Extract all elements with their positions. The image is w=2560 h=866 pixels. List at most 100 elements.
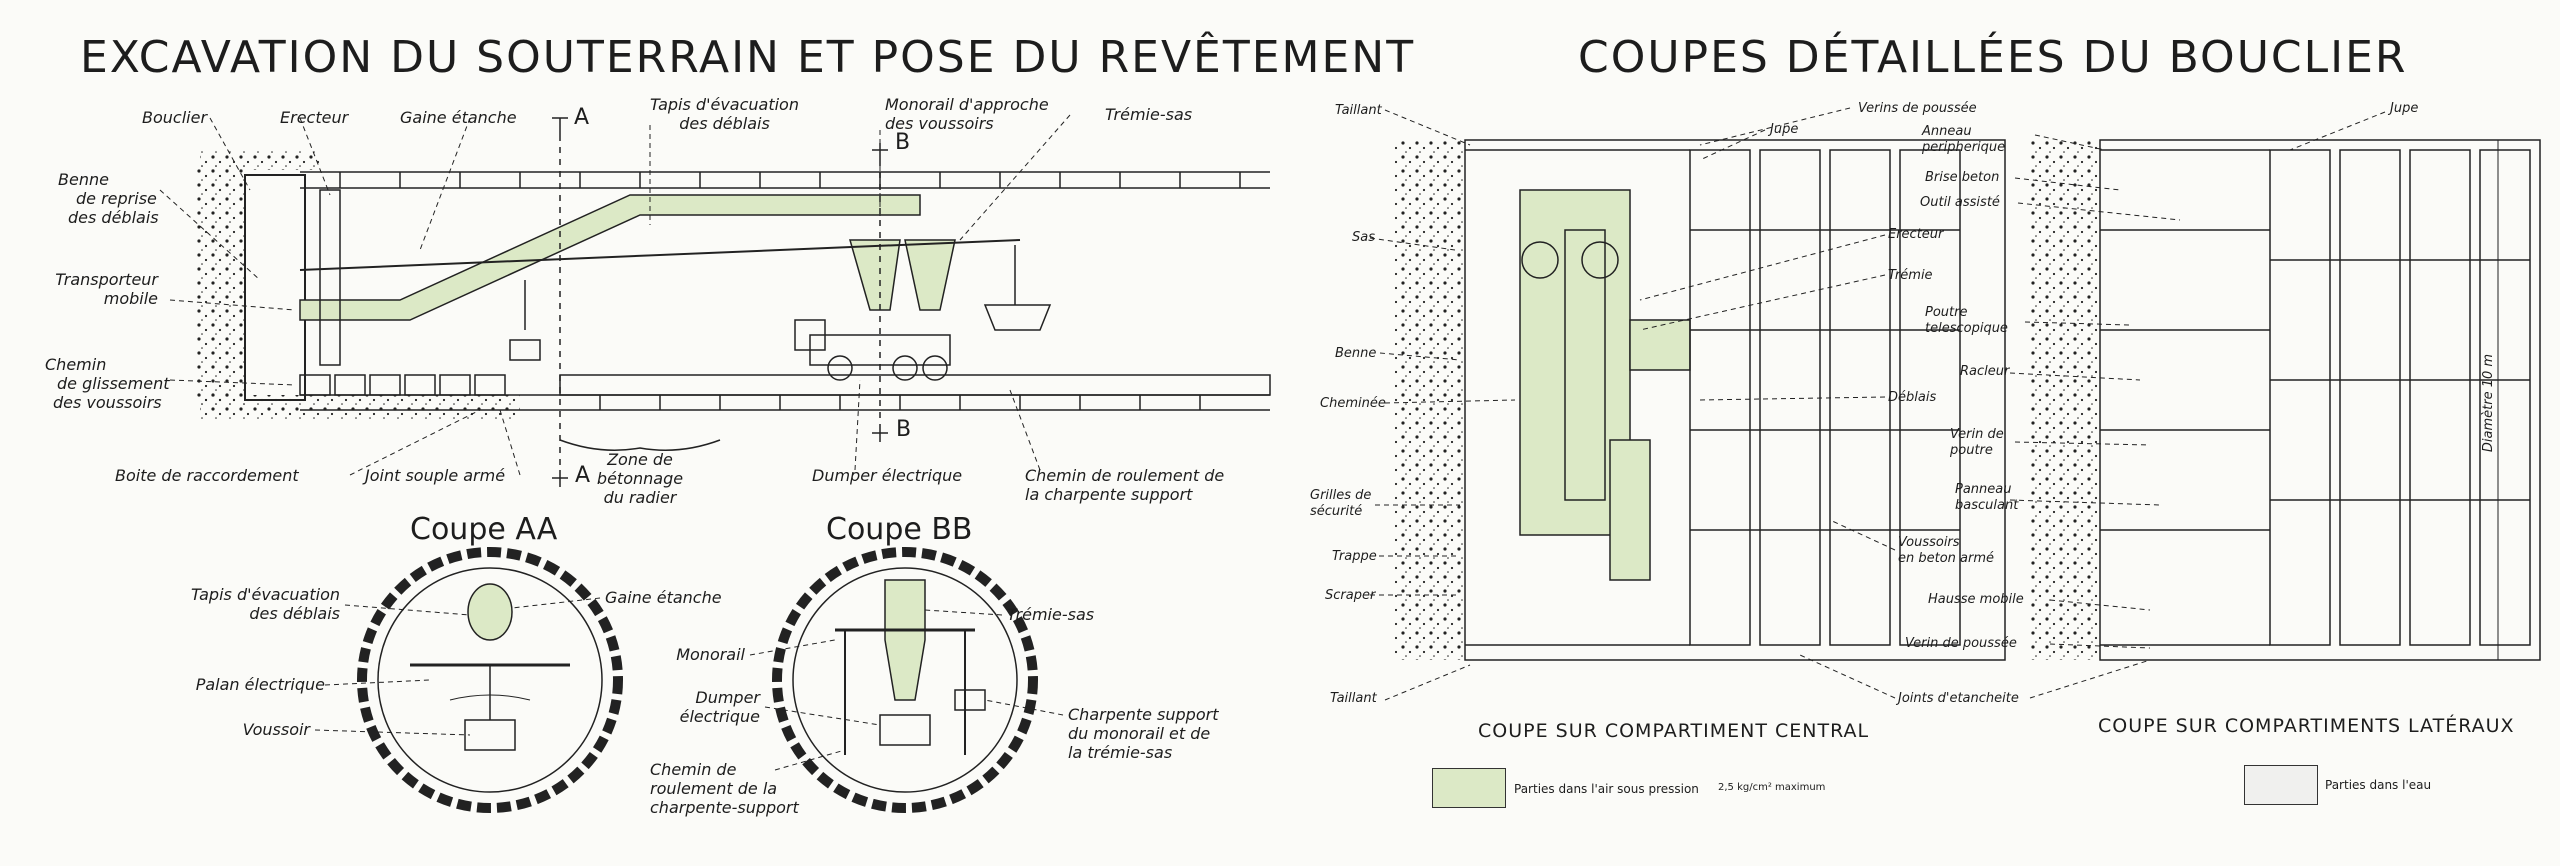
label-monorail: Monorail d'approche des voussoirs <box>885 95 1049 133</box>
hopper-left <box>849 239 901 311</box>
lateral-verin-poussee: Verin de poussée <box>1905 636 2017 651</box>
coupe-bb-chemin-line1: Chemin de <box>650 760 737 779</box>
label-chemin-roulement-line2: la charpente support <box>1025 485 1193 504</box>
lateral-section-drawing <box>2030 139 2541 661</box>
legend-air-value: 2,5 kg/cm² maximum <box>1718 782 1826 793</box>
dumper-truck <box>794 319 951 381</box>
central-deblais: Déblais <box>1888 390 1937 405</box>
coupe-bb-dumper-line2: électrique <box>679 707 760 726</box>
coupe-bb-chemin-line3: charpente-support <box>650 798 799 817</box>
central-joints: Joints d'etancheite <box>1898 691 2019 706</box>
soil-left <box>195 165 245 405</box>
shield-outline <box>244 174 306 401</box>
label-chemin-roulement: Chemin de roulement de la charpente supp… <box>1025 466 1224 504</box>
lateral-anneau-line1: Anneau <box>1922 124 1972 139</box>
central-benne: Benne <box>1335 346 1377 361</box>
lateral-panneau-line2: basculant <box>1955 498 2019 513</box>
label-section-b-bottom: B <box>896 417 912 442</box>
longitudinal-section <box>195 150 1271 420</box>
central-caption: COUPE SUR COMPARTIMENT CENTRAL <box>1478 720 1870 742</box>
lateral-hausse: Hausse mobile <box>1928 592 2024 607</box>
label-zone: Zone de bétonnage du radier <box>595 450 685 507</box>
label-dumper: Dumper électrique <box>812 466 963 485</box>
label-tapis-line1: Tapis d'évacuation <box>650 95 799 114</box>
label-monorail-line2: des voussoirs <box>885 114 994 133</box>
coupe-aa-gaine: Gaine étanche <box>605 588 722 607</box>
leader-lines-left <box>159 114 1071 476</box>
lateral-segments <box>2269 149 2531 646</box>
central-scraper: Scraper <box>1325 588 1376 603</box>
coupe-bb-charpente-line2: du monorail et de <box>1068 724 1211 743</box>
coupe-bb-tremie: Trémie-sas <box>1007 605 1095 624</box>
right-title: COUPES DÉTAILLÉES DU BOUCLIER <box>1578 32 2408 83</box>
legend-swatch-water <box>2244 765 2318 805</box>
lateral-verin-line1: Verin de <box>1950 427 2004 442</box>
lateral-outil: Outil assisté <box>1920 195 2000 210</box>
lateral-panneau: Panneau basculant <box>1955 482 2018 514</box>
lateral-leaders <box>2009 111 2386 699</box>
central-leaders <box>1369 107 1896 701</box>
lateral-verin: Verin de poutre <box>1950 427 2004 459</box>
central-taillant-top: Taillant <box>1335 103 1382 118</box>
label-benne-line1: Benne <box>58 170 109 189</box>
central-cheminee: Cheminée <box>1320 396 1386 411</box>
label-chemin-line2: de glissement <box>57 374 170 393</box>
label-gaine: Gaine étanche <box>400 108 517 127</box>
lateral-jupe: Jupe <box>2390 101 2419 116</box>
central-jupe: Jupe <box>1770 122 1799 137</box>
central-trappe: Trappe <box>1332 549 1377 564</box>
central-grilles: Grilles de sécurité <box>1310 488 1371 520</box>
coupe-bb-monorail: Monorail <box>676 645 745 664</box>
label-tapis-line2: des déblais <box>679 114 770 133</box>
section-markers <box>552 117 888 487</box>
coupe-aa-tapis-line1: Tapis d'évacuation <box>191 585 340 604</box>
coupe-aa-palan: Palan électrique <box>195 675 325 694</box>
lateral-racleur: Racleur <box>1960 364 2010 379</box>
lateral-caption: COUPE SUR COMPARTIMENTS LATÉRAUX <box>2098 715 2515 737</box>
soil-bottom <box>200 395 520 420</box>
label-transporteur: Transporteur mobile <box>48 270 158 308</box>
label-section-b-top: B <box>895 130 911 155</box>
lateral-panneau-line1: Panneau <box>1955 482 2012 497</box>
label-section-a-bottom: A <box>575 463 591 488</box>
central-taillant-bottom: Taillant <box>1330 691 1377 706</box>
coupe-bb-chemin: Chemin de roulement de la charpente-supp… <box>650 760 799 817</box>
left-title: EXCAVATION DU SOUTERRAIN ET POSE DU REVÊ… <box>80 32 1416 83</box>
lateral-poutre-line1: Poutre <box>1925 305 1968 320</box>
coupe-bb-charpente: Charpente support du monorail et de la t… <box>1068 705 1218 762</box>
coupe-bb-dumper: Dumper électrique <box>660 688 760 726</box>
lateral-poutre-line2: telescopique <box>1925 321 2008 336</box>
coupe-bb-dumper-line1: Dumper <box>695 688 760 707</box>
label-erecteur: Erecteur <box>280 108 349 127</box>
coupe-bb-drawing <box>772 547 1038 813</box>
coupe-bb-title: Coupe BB <box>826 512 973 547</box>
label-section-a-top: A <box>574 105 590 130</box>
coupe-aa-tapis: Tapis d'évacuation des déblais <box>170 585 340 623</box>
legend-swatch-air <box>1432 768 1506 808</box>
label-chemin-line3: des voussoirs <box>53 393 162 412</box>
coupe-aa-voussoir: Voussoir <box>242 720 310 739</box>
central-grilles-line2: sécurité <box>1310 504 1363 519</box>
central-grilles-line1: Grilles de <box>1310 488 1372 503</box>
label-zone-line3: du radier <box>603 488 677 507</box>
central-verins: Verins de poussée <box>1858 101 1977 116</box>
central-erecteur: Erecteur <box>1888 227 1944 242</box>
lateral-anneau: Anneau peripherique <box>1922 124 2005 156</box>
lining-segments-top <box>339 172 1241 188</box>
central-voussoirs-line1: Voussoirs <box>1898 535 1960 550</box>
lateral-diametre: Diamètre 10 m <box>2481 353 2497 453</box>
coupe-bb-charpente-line1: Charpente support <box>1068 705 1219 724</box>
label-joint: Joint souple armé <box>365 466 506 485</box>
label-chemin-roulement-line1: Chemin de roulement de <box>1025 466 1225 485</box>
coupe-aa-title: Coupe AA <box>410 512 558 547</box>
label-tremie: Trémie-sas <box>1105 105 1193 124</box>
label-chemin-line1: Chemin <box>45 355 107 374</box>
label-benne-line2: de reprise <box>76 189 157 208</box>
label-zone-line1: Zone de <box>607 450 673 469</box>
lateral-verin-line2: poutre <box>1950 443 1993 458</box>
lateral-anneau-line2: peripherique <box>1922 140 2006 155</box>
coupe-aa-tapis-line2: des déblais <box>249 604 340 623</box>
coupe-aa-drawing <box>357 547 623 813</box>
coupe-aa-leaders <box>314 597 601 736</box>
